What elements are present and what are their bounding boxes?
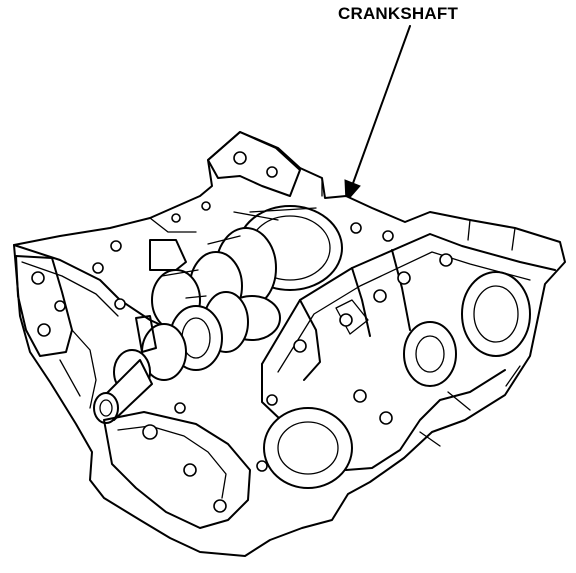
bearing-web — [149, 239, 187, 271]
cylinder-bore-inner — [415, 335, 445, 373]
bolt-hole — [31, 271, 45, 285]
left-bank-inner — [21, 261, 119, 317]
right-bank-web — [299, 249, 411, 381]
casting-detail — [59, 329, 521, 447]
bolt-hole — [266, 166, 278, 178]
bolt-hole — [142, 424, 158, 440]
cylinder-bore — [461, 271, 531, 357]
cylinder-bore-inner — [277, 421, 339, 475]
cylinder-bore-inner — [473, 285, 519, 343]
deck-bolt-holes — [92, 201, 453, 472]
top-bracket — [207, 131, 301, 197]
front-mount-flange — [15, 255, 73, 357]
crankshaft-label: CRANKSHAFT — [338, 4, 459, 23]
bolt-hole — [213, 499, 227, 513]
bolt-hole — [37, 323, 51, 337]
lower-section — [103, 411, 251, 529]
bolt-hole — [183, 463, 197, 477]
crankshaft — [93, 205, 343, 424]
bearing-web — [135, 315, 157, 353]
cylinder-bore — [263, 407, 353, 489]
crankshaft-leader-arrow — [344, 25, 411, 204]
casting-detail — [149, 177, 516, 251]
cylinder-bore — [403, 321, 457, 387]
bolt-hole — [54, 300, 66, 312]
bolt-hole — [233, 151, 247, 165]
